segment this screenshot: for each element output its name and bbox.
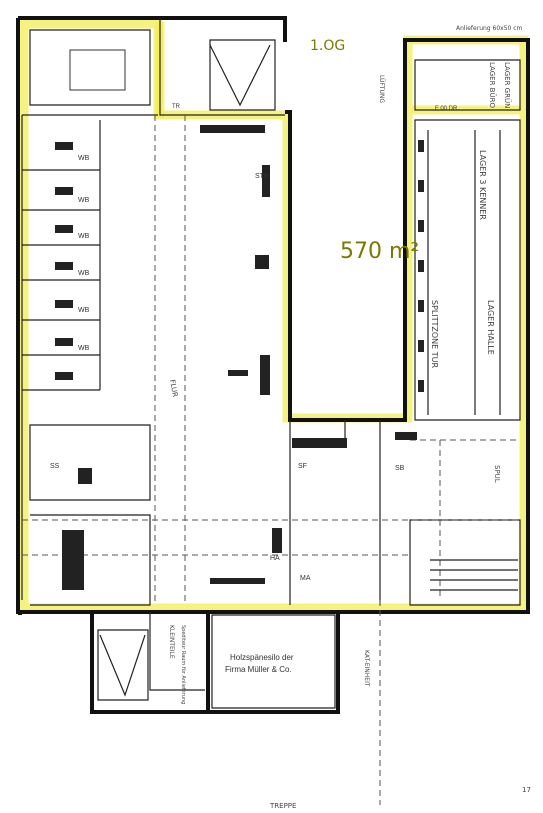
sprungzone-label: SPLITTZONE TUR xyxy=(430,300,439,368)
silo-label-2: Firma Müller & Co. xyxy=(225,665,292,674)
spulen-label: SPUL xyxy=(493,465,501,483)
outer-walls xyxy=(16,16,530,615)
ventilation-label: LÜFTUNG xyxy=(378,75,385,103)
inner-walls xyxy=(21,18,521,606)
labels: 1.OG 570 m² WB WB WB WB WB WB SS SF SB H… xyxy=(50,25,531,810)
sb-label: SB xyxy=(395,465,405,472)
dashed-axes xyxy=(22,115,520,805)
machines xyxy=(55,49,417,590)
lager-door-label: F 00 DR xyxy=(435,106,458,112)
flur-label: FLUR xyxy=(168,379,179,398)
ha-label: HA xyxy=(270,555,280,562)
stk-label: STK xyxy=(255,173,269,180)
wb-label-4: WB xyxy=(78,270,90,277)
area-label: 570 m² xyxy=(340,239,419,264)
lager-g-label: LAGER GRÜN xyxy=(503,62,512,108)
lower-annex xyxy=(90,612,340,714)
wb-label-3: WB xyxy=(78,233,90,240)
floor-label: 1.OG xyxy=(310,38,345,54)
north-arrow-label: Anlieferung 60x50 cm xyxy=(456,25,523,32)
sf-label: SF xyxy=(298,463,307,470)
wb-label-2: WB xyxy=(78,197,90,204)
page-number: 17 xyxy=(522,786,531,794)
wb-label-1: WB xyxy=(78,155,90,162)
werkst-lager-label: LAGER HALLE xyxy=(486,300,495,355)
treppe-label: TREPPE xyxy=(269,802,296,810)
lager-b-label: LAGER BÜRO xyxy=(488,62,497,108)
tr-left-label: TR xyxy=(172,104,181,110)
lager-k-label: LAGER 3 KENNER xyxy=(478,150,487,220)
ss-label: SS xyxy=(50,463,60,470)
shelving xyxy=(418,130,518,591)
ma-label: MA xyxy=(300,575,311,582)
kleinteile-sub-label: Spediteur Raum für Anlieferung xyxy=(180,625,186,704)
wb-label-5: WB xyxy=(78,307,90,314)
silo-label-1: Holzspänesilo der xyxy=(230,653,294,662)
wb-label-6: WB xyxy=(78,345,90,352)
katinnen-label: KAT-EINHEIT xyxy=(363,650,370,687)
kleinteile-label: KLEINTEILE xyxy=(168,625,175,659)
